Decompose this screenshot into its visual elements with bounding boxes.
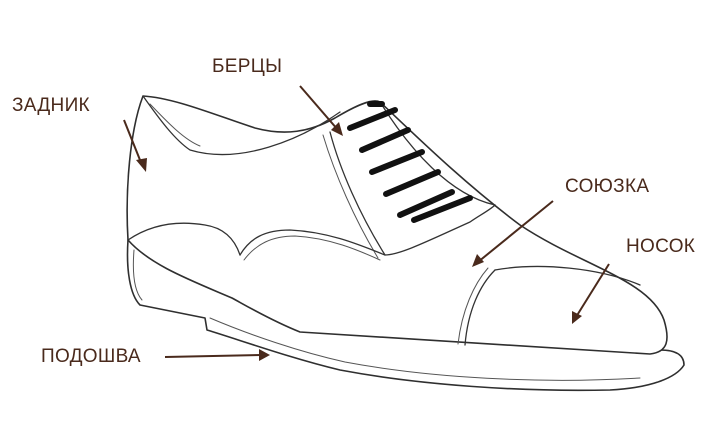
label-heel-counter: ЗАДНИК <box>12 95 90 116</box>
label-toe-cap: НОСОК <box>626 236 696 257</box>
lace-5 <box>397 189 455 218</box>
arrow-toe-cap <box>572 263 610 324</box>
lace-4 <box>383 169 441 197</box>
label-sole: ПОДОШВА <box>41 346 141 367</box>
arrow-vamp <box>472 200 554 267</box>
lace-1 <box>347 107 398 131</box>
label-vamp: СОЮЗКА <box>565 176 650 197</box>
arrow-sole <box>164 349 270 361</box>
lace-3 <box>369 149 425 175</box>
arrow-quarters <box>299 85 343 136</box>
shoe-upper <box>126 95 668 355</box>
arrow-heel-counter <box>123 119 147 172</box>
shoe-sole <box>126 239 685 392</box>
label-quarters: БЕРЦЫ <box>212 56 283 77</box>
lace-6 <box>411 195 473 223</box>
lace-2 <box>359 127 411 153</box>
